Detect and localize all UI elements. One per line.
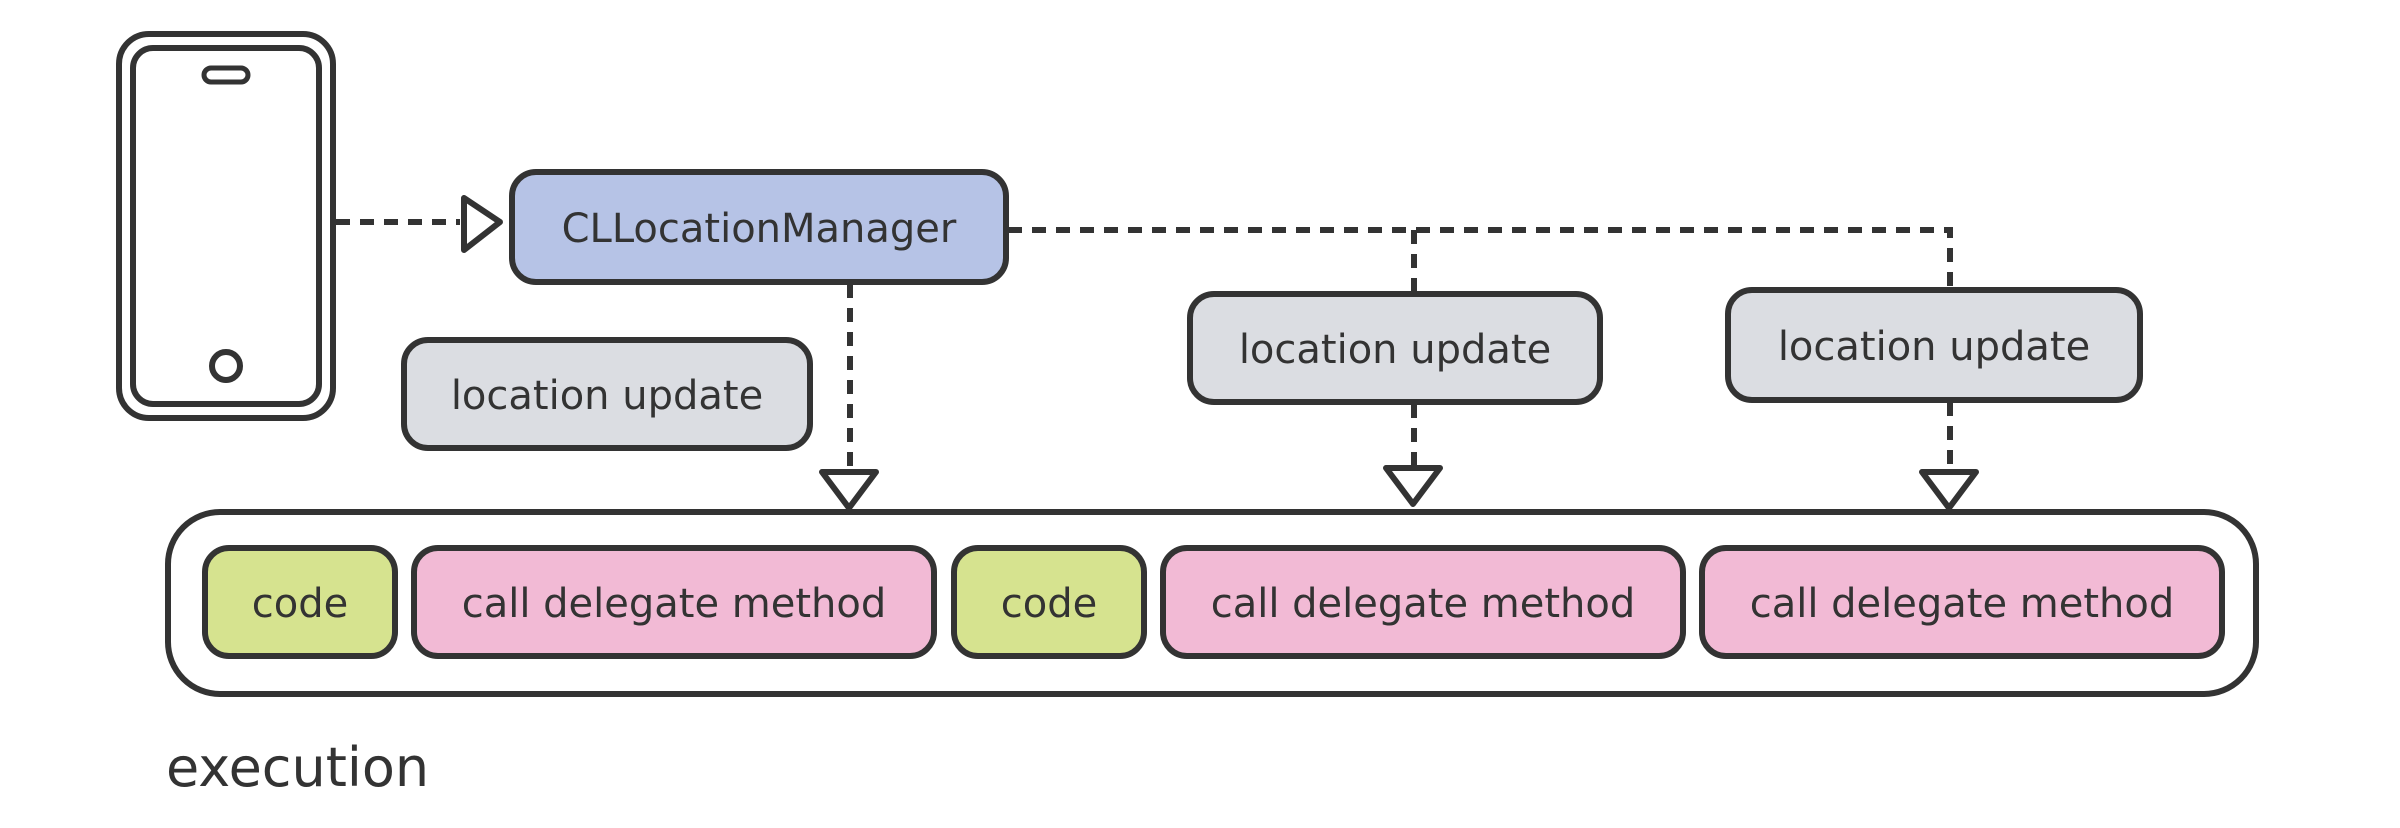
execution-item-delegate-1: call delegate method [411,545,937,659]
execution-item-label-5: call delegate method [1750,581,2175,627]
execution-item-label-3: code [1001,581,1097,627]
location-update-node-1: location update [401,337,813,451]
location-update-label-2: location update [1239,327,1551,373]
execution-item-delegate-3: call delegate method [1699,545,2225,659]
execution-item-code-2: code [951,545,1147,659]
manager-to-updates-connector [1008,227,1953,290]
execution-item-label-4: call delegate method [1211,581,1636,627]
arrow-into-manager-icon [461,195,503,253]
location-manager-label: CLLocationManager [562,206,957,252]
location-manager-node: CLLocationManager [509,169,1009,285]
execution-item-code-1: code [202,545,398,659]
connectors [336,219,1953,470]
arrow-into-execution-1-icon [819,469,879,511]
location-update-node-3: location update [1725,287,2143,403]
execution-item-label-1: code [252,581,348,627]
phone-icon [116,31,336,421]
execution-item-label-2: call delegate method [462,581,887,627]
location-update-label-1: location update [451,373,763,419]
arrowheads [461,195,1979,511]
location-update-node-2: location update [1187,291,1603,405]
arrow-into-execution-3-icon [1919,469,1979,511]
execution-item-delegate-2: call delegate method [1160,545,1686,659]
location-update-label-3: location update [1778,324,2090,370]
execution-label: execution [166,736,429,799]
arrow-into-execution-2-icon [1383,465,1443,507]
